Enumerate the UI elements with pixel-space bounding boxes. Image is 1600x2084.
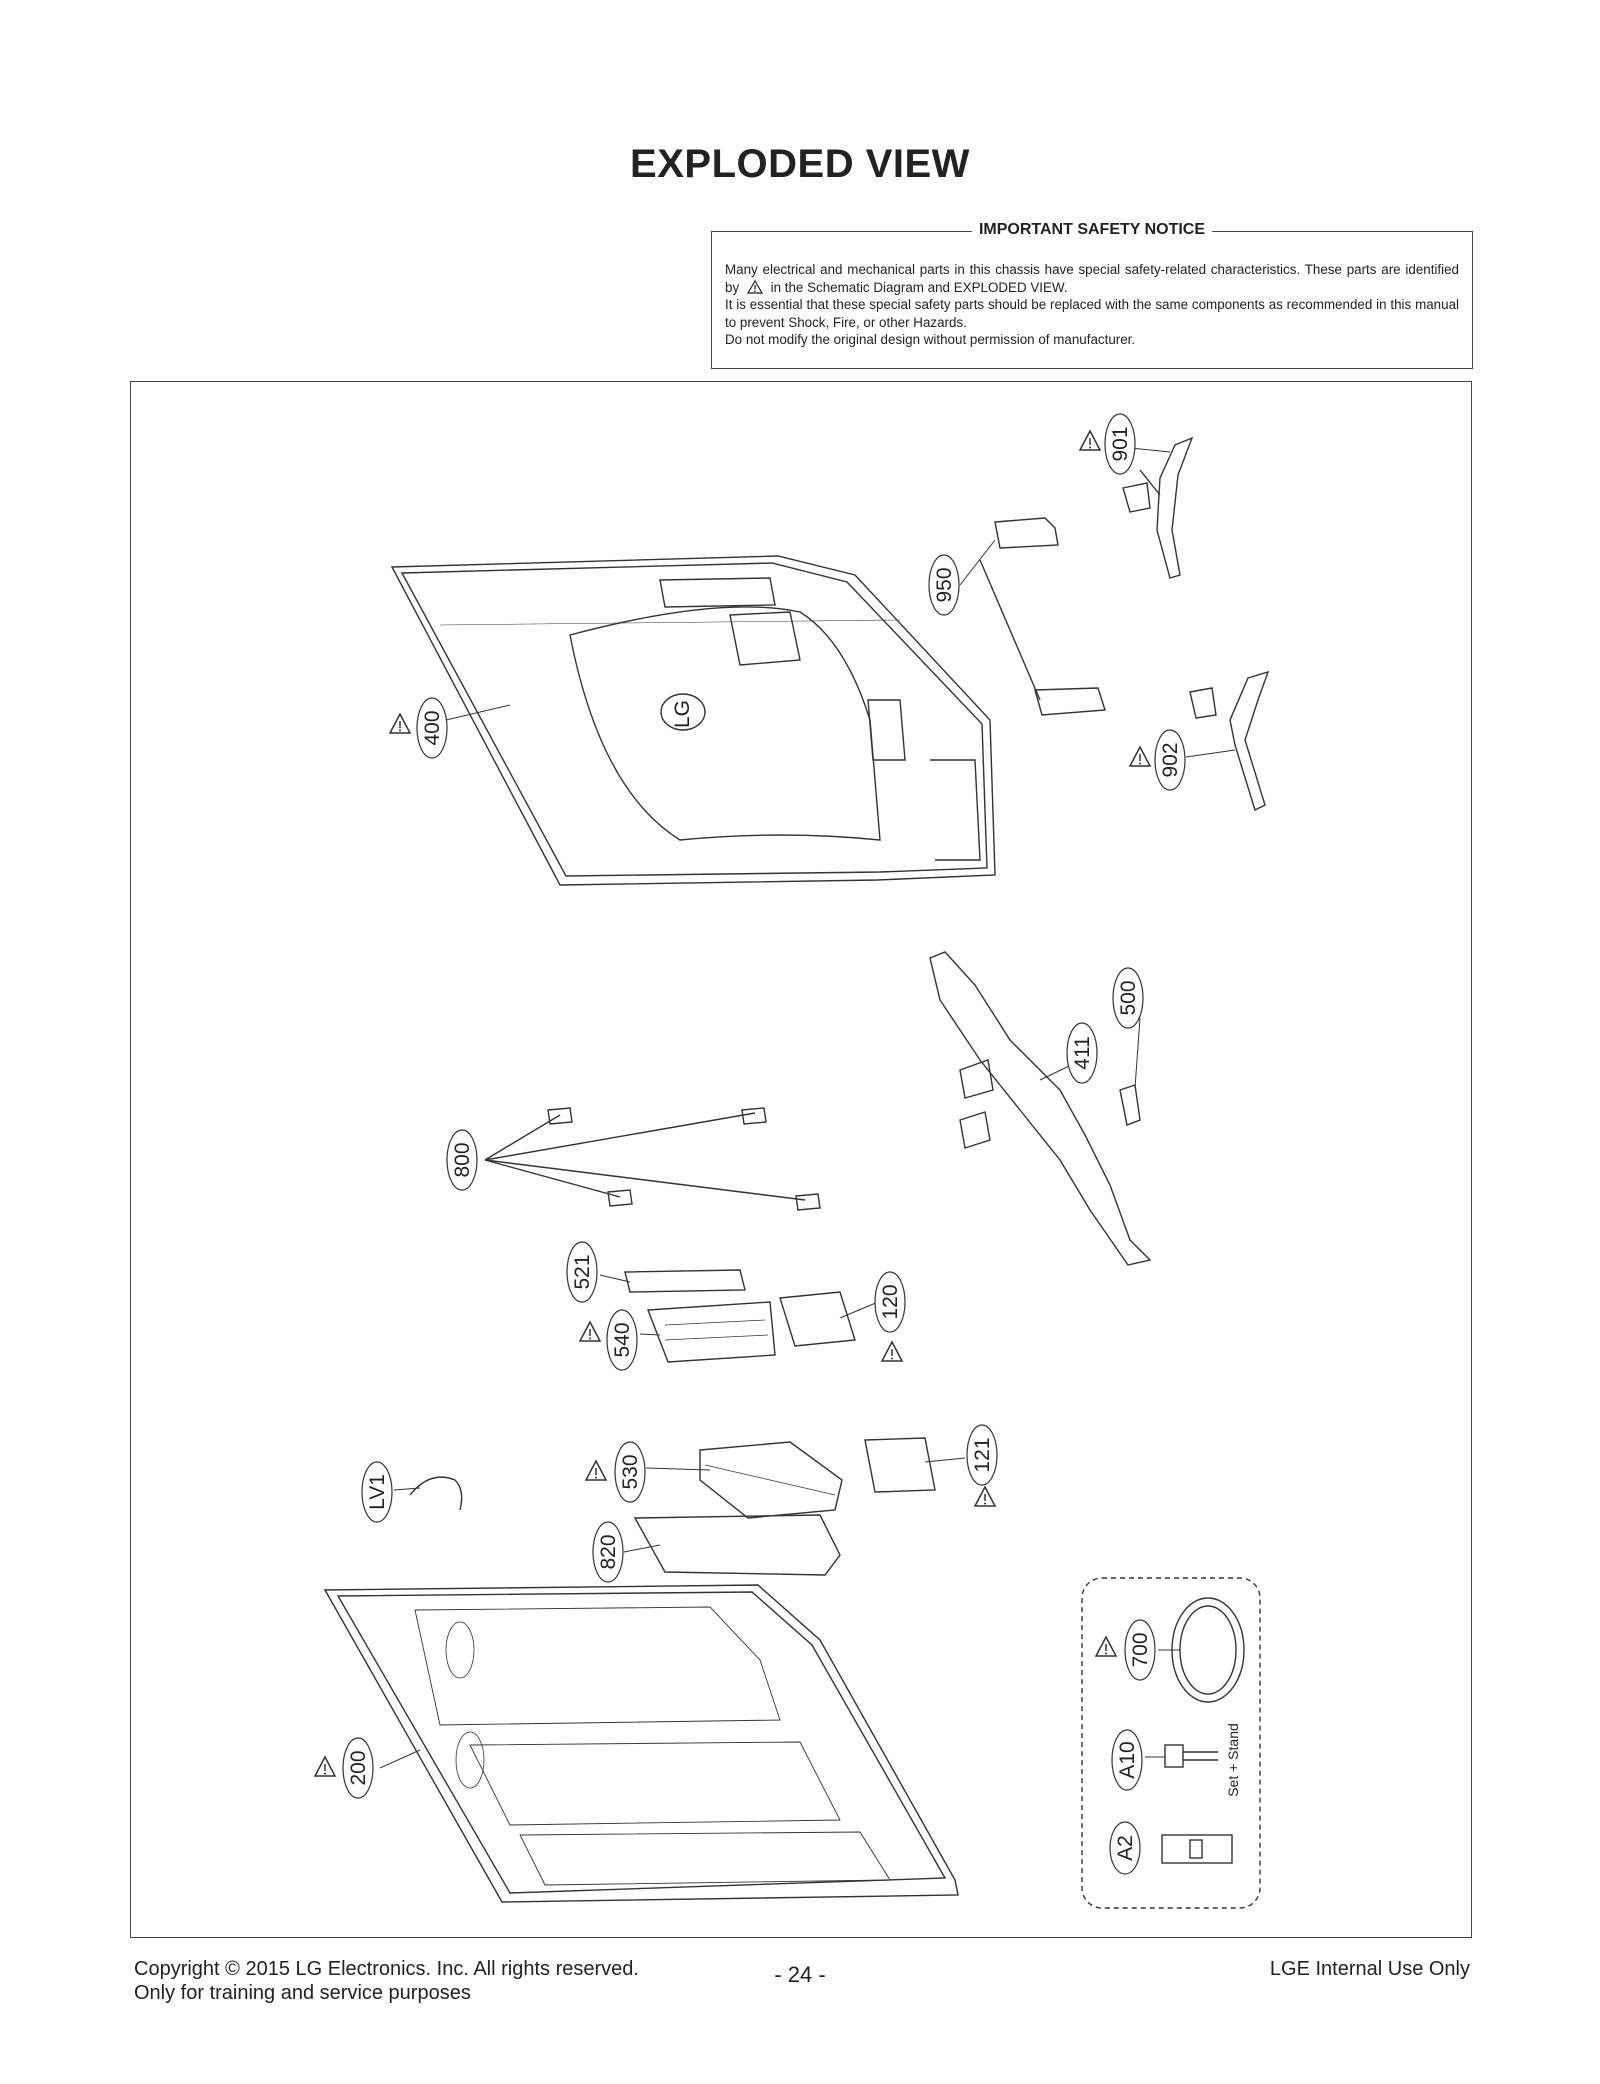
notice-line-2: It is essential that these special safet…: [725, 297, 1459, 330]
callout-902-label: 902: [1159, 742, 1182, 777]
callout-lv1-label: LV1: [366, 1474, 389, 1510]
callout-a10-label: A10: [1116, 1741, 1139, 1778]
module-120-part: [779, 1291, 856, 1347]
callout-121-label: 121: [971, 1437, 994, 1472]
callout-530-label: 530: [619, 1454, 642, 1489]
callout-a2: A2: [1109, 1821, 1141, 1875]
panel-assembly-200-part: [323, 1584, 959, 1903]
rail-bracket-411-part: [929, 951, 1152, 1266]
callout-521: 521: [566, 1241, 598, 1303]
power-cord-700-part: [1171, 1597, 1245, 1703]
lg-logo-text: LG: [671, 700, 694, 728]
main-board-540-part: [647, 1301, 776, 1363]
callout-820: 820: [592, 1521, 624, 1583]
notice-line-1: Many electrical and mechanical parts in …: [725, 262, 1459, 295]
callout-820-label: 820: [597, 1534, 620, 1569]
callout-120-label: 120: [879, 1284, 902, 1319]
warning-icon-700: [1095, 1636, 1117, 1657]
notice-line-1-end: in the Schematic Diagram and EXPLODED VI…: [770, 279, 1068, 295]
footer-copyright: Copyright © 2015 LG Electronics. Inc. Al…: [134, 1958, 639, 1980]
warning-triangle-icon: [746, 279, 763, 294]
callout-a2-label: A2: [1114, 1835, 1137, 1861]
stand-base-901-part: [1122, 436, 1194, 579]
part-521: [624, 1269, 746, 1293]
callout-521-label: 521: [571, 1254, 594, 1289]
notice-line-3: Do not modify the original design withou…: [725, 332, 1136, 347]
warning-icon-121: [974, 1486, 996, 1507]
callout-500: 500: [1112, 967, 1144, 1029]
callout-411-label: 411: [1071, 1036, 1094, 1069]
warning-icon-200: [314, 1756, 336, 1777]
footer-purpose: Only for training and service purposes: [134, 1982, 471, 2004]
diagram-frame: [130, 381, 1472, 1938]
screw-a10-part: [1164, 1744, 1218, 1768]
callout-800: 800: [446, 1129, 478, 1191]
callout-411: 411: [1066, 1022, 1098, 1084]
callout-540: 540: [606, 1309, 638, 1371]
callout-700: 700: [1124, 1619, 1156, 1681]
callout-200: 200: [342, 1737, 374, 1799]
callout-540-label: 540: [611, 1322, 634, 1357]
callout-950-label: 950: [933, 567, 956, 602]
warning-icon-530: [585, 1460, 607, 1481]
callout-lv1: LV1: [361, 1461, 393, 1523]
clip-800-parts: [484, 1107, 821, 1211]
footer-internal: LGE Internal Use Only: [1269, 1958, 1470, 1980]
back-cover-part: [390, 555, 996, 886]
safety-notice-box: IMPORTANT SAFETY NOTICE Many electrical …: [711, 221, 1473, 369]
callout-400: 400: [416, 697, 448, 759]
lg-logo-circle: [660, 693, 706, 731]
callout-950: 950: [928, 554, 960, 616]
module-121-part: [864, 1437, 936, 1493]
callout-902: 902: [1154, 729, 1186, 791]
callout-120: 120: [874, 1271, 906, 1333]
callout-200-label: 200: [347, 1750, 370, 1785]
warning-icon-902: [1129, 746, 1151, 767]
callout-901-label: 901: [1109, 426, 1132, 461]
cable-lv1-part: [409, 1476, 463, 1511]
warning-icon-120: [881, 1341, 903, 1362]
accessories-box: [1081, 1577, 1261, 1909]
power-board-530-part: [699, 1441, 843, 1519]
warning-icon-540: [579, 1321, 601, 1342]
stand-base-902-part: [1189, 670, 1270, 811]
warning-icon-400: [389, 713, 411, 734]
callout-a10: A10: [1111, 1729, 1143, 1791]
page-number: - 24 -: [774, 1962, 826, 1987]
callout-800-label: 800: [451, 1142, 474, 1177]
leader-lines: [379, 447, 1236, 1769]
callout-700-label: 700: [1129, 1632, 1152, 1667]
safety-notice-title: IMPORTANT SAFETY NOTICE: [971, 221, 1213, 238]
accessory-label: Set + Stand: [1225, 1723, 1241, 1797]
callout-530: 530: [614, 1441, 646, 1503]
callout-121: 121: [966, 1424, 998, 1486]
callout-901: 901: [1104, 413, 1136, 475]
sheet-820-part: [633, 1514, 841, 1576]
callout-400-label: 400: [421, 710, 444, 745]
part-500: [1119, 1084, 1141, 1126]
callout-500-label: 500: [1117, 980, 1140, 1015]
page-title: EXPLODED VIEW: [630, 142, 970, 186]
stand-bracket-950-part: [979, 517, 1106, 716]
plate-a2-part: [1161, 1834, 1233, 1864]
warning-icon-901: [1079, 430, 1101, 451]
safety-notice-text: Many electrical and mechanical parts in …: [725, 261, 1459, 349]
